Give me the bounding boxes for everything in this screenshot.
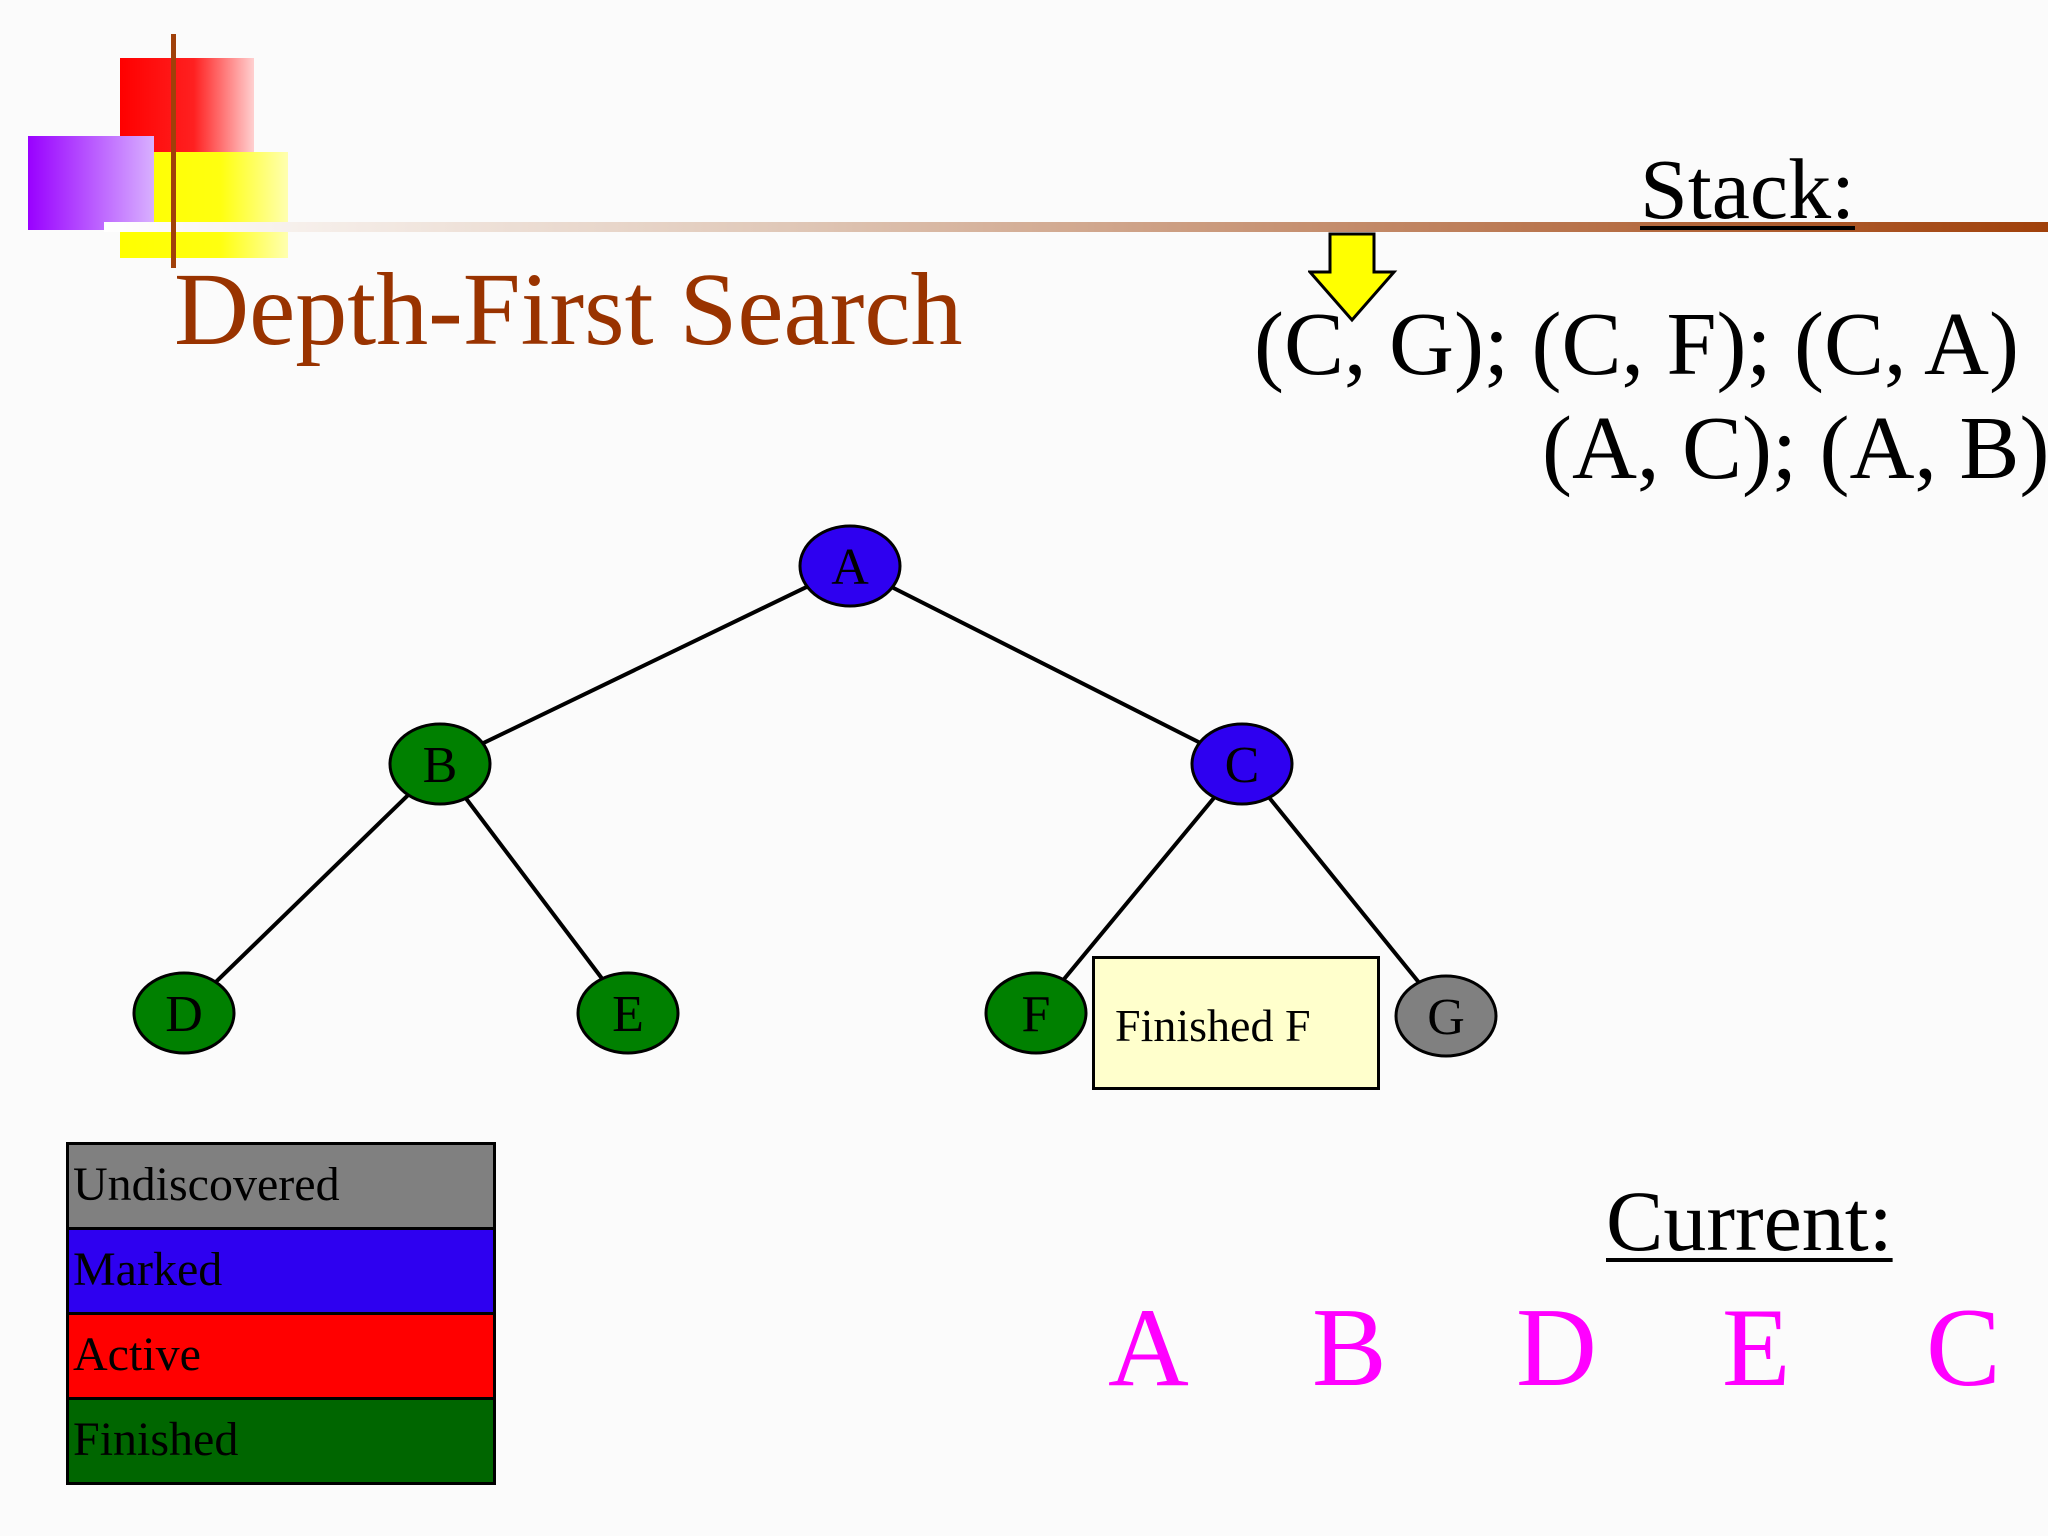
- ornament-purple-square: [28, 136, 154, 230]
- callout-text: Finished F: [1115, 1000, 1311, 1051]
- node-E-label: E: [612, 986, 644, 1043]
- ornament-vertical-bar: [171, 34, 176, 268]
- node-B: B: [388, 722, 492, 806]
- node-D-label: D: [165, 986, 203, 1043]
- node-B-circle: [388, 722, 492, 806]
- edge-C-F: [1062, 796, 1216, 981]
- node-C-label: C: [1225, 737, 1260, 794]
- node-E: E: [576, 971, 680, 1055]
- node-D: D: [132, 971, 236, 1055]
- legend-label: Undiscovered: [73, 1158, 340, 1211]
- legend-label: Finished: [73, 1413, 239, 1466]
- stack-pointer-arrow-icon: [1308, 232, 1398, 323]
- legend-row-undiscovered: Undiscovered: [69, 1145, 493, 1230]
- slide-title: Depth-First Search: [174, 252, 963, 367]
- node-C: C: [1190, 722, 1294, 806]
- node-G-label: G: [1427, 989, 1465, 1046]
- edge-A-C: [891, 585, 1201, 745]
- node-F-circle: [984, 971, 1088, 1055]
- state-legend: Undiscovered Marked Active Finished: [66, 1142, 496, 1485]
- node-G-circle: [1394, 974, 1498, 1058]
- edge-A-B: [481, 584, 809, 746]
- stack-line-1: (C, G); (C, F); (C, A): [1254, 295, 2019, 394]
- node-F: F: [984, 971, 1088, 1055]
- slide-ornament: [28, 34, 2048, 268]
- node-D-circle: [132, 971, 236, 1055]
- node-E-circle: [576, 971, 680, 1055]
- current-heading: Current:: [1606, 1173, 1893, 1269]
- finished-f-callout: Finished F: [1092, 956, 1380, 1090]
- dfs-tree: A B C D E F G: [132, 524, 1498, 1058]
- node-A: A: [798, 524, 902, 608]
- node-F-label: F: [1022, 986, 1051, 1043]
- current-item: D: [1516, 1286, 1597, 1410]
- edge-C-G: [1267, 796, 1421, 984]
- legend-row-active: Active: [69, 1315, 493, 1400]
- stack-line-2: (A, C); (A, B): [1542, 399, 2048, 498]
- legend-row-marked: Marked: [69, 1230, 493, 1315]
- edge-B-E: [464, 797, 604, 980]
- edge-B-D: [214, 793, 410, 984]
- node-A-label: A: [831, 539, 869, 596]
- node-G: G: [1394, 974, 1498, 1058]
- legend-label: Active: [73, 1328, 201, 1381]
- node-C-circle: [1190, 722, 1294, 806]
- current-item: A: [1108, 1286, 1189, 1410]
- legend-label: Marked: [73, 1243, 223, 1296]
- node-A-circle: [798, 524, 902, 608]
- current-item: C: [1926, 1286, 2001, 1410]
- current-item: E: [1722, 1286, 1791, 1410]
- ornament-rule: [104, 222, 2048, 232]
- current-item: B: [1312, 1286, 1387, 1410]
- legend-row-finished: Finished: [69, 1400, 493, 1482]
- node-B-label: B: [423, 737, 458, 794]
- stack-heading: Stack:: [1640, 141, 1855, 237]
